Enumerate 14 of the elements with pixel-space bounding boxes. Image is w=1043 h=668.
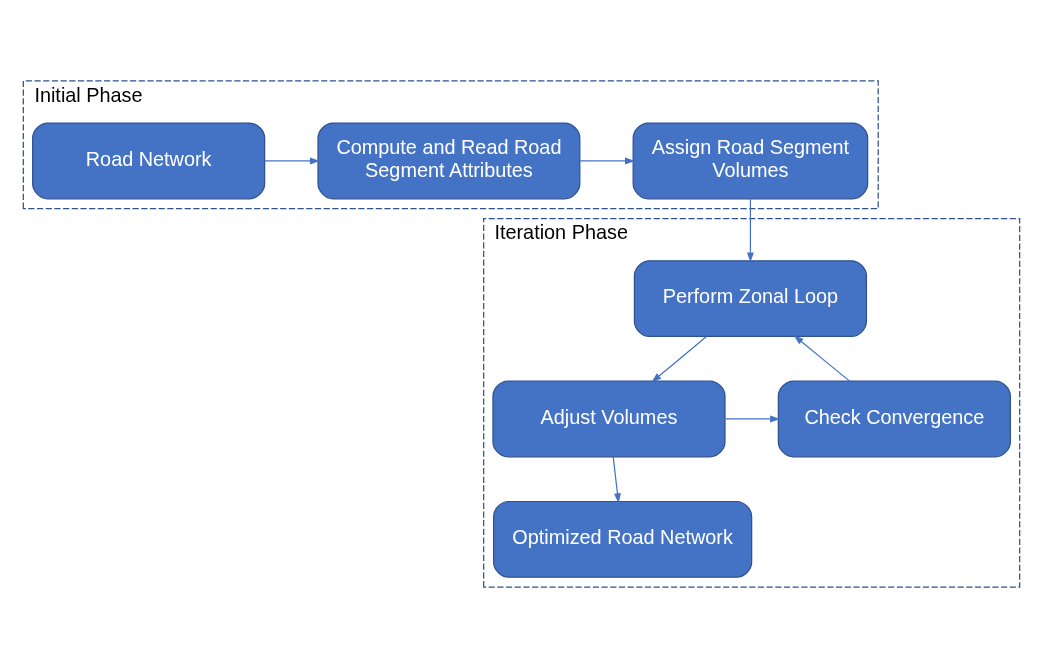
node-box: Adjust Volumes xyxy=(492,380,726,458)
arrow xyxy=(651,335,708,383)
arrow xyxy=(746,198,754,263)
node-box: Compute and Read Road Segment Attributes xyxy=(317,122,581,200)
arrow xyxy=(264,157,320,165)
node-box: Road Network xyxy=(32,122,266,200)
arrow xyxy=(793,335,851,382)
arrow xyxy=(579,157,635,165)
node-box: Check Convergence xyxy=(777,380,1011,458)
arrow xyxy=(612,456,621,504)
arrow xyxy=(724,415,781,423)
node-box: Assign Road Segment Volumes xyxy=(632,122,869,200)
node-box: Perform Zonal Loop xyxy=(633,260,868,338)
node-box: Optimized Road Network xyxy=(492,500,753,578)
